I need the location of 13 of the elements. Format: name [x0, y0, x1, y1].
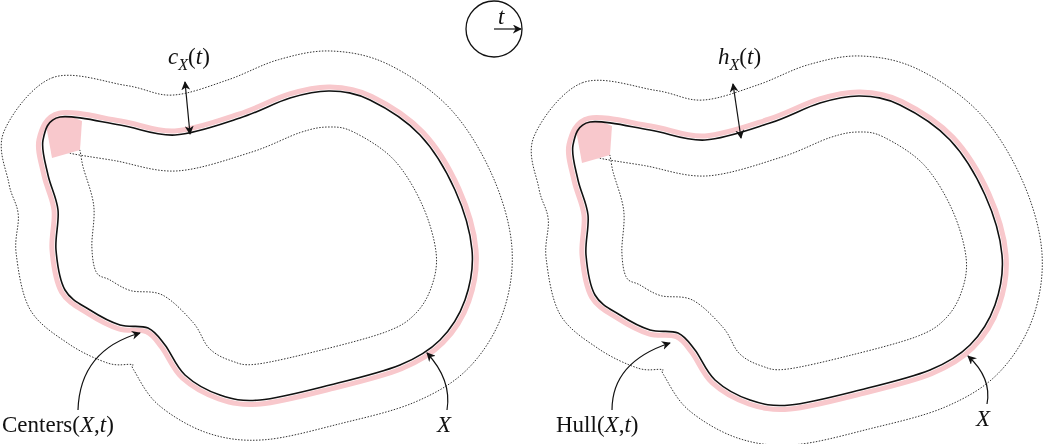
closed-curve — [41, 90, 474, 402]
curve-label: Hull(X,t) — [556, 412, 639, 438]
closed-curve — [571, 95, 1004, 407]
leader-line — [426, 352, 449, 411]
leader-line — [967, 355, 989, 405]
curve-label: X — [976, 406, 991, 432]
width-label: c$_{X}$(t) — [168, 44, 210, 75]
leader-line — [611, 341, 671, 411]
curve-label: X — [437, 412, 452, 438]
leader-line — [77, 331, 141, 411]
radius-label: t — [498, 4, 505, 30]
curve-label: Centers(X,t) — [2, 412, 114, 438]
width-label: h$_{X}$(t) — [718, 44, 762, 75]
